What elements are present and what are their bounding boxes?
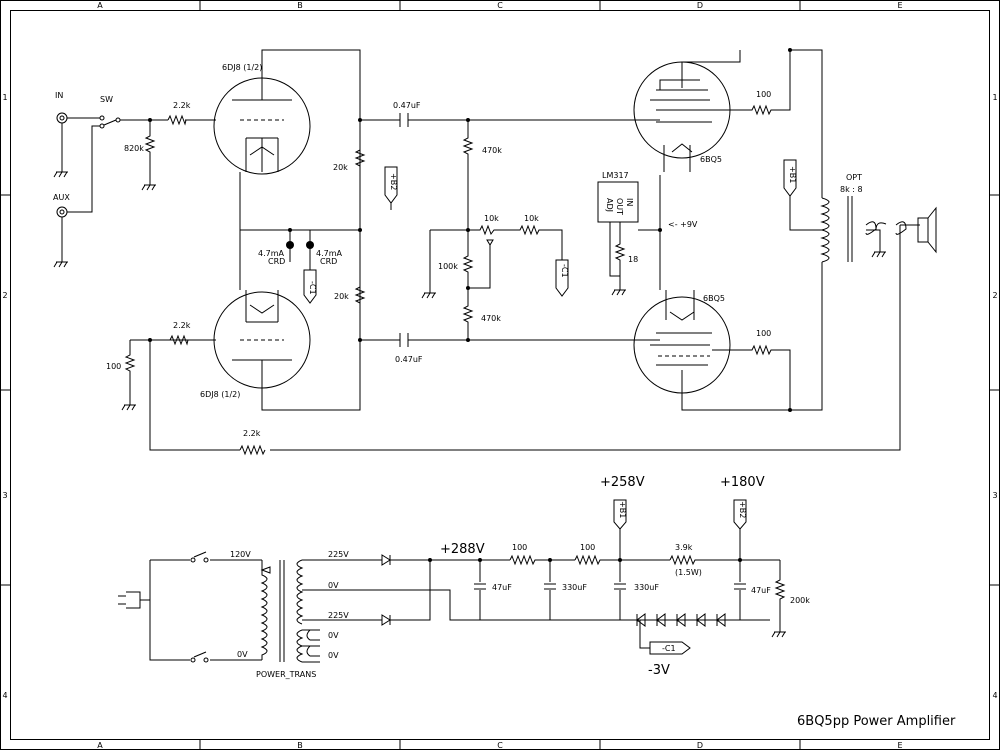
r-grid-top-label: 470k <box>482 146 502 155</box>
tag-c1-ps: -C1 <box>662 644 676 653</box>
r-in-series-label: 2.2k <box>173 101 191 110</box>
border-row-2-right: 2 <box>992 291 997 300</box>
border-row-4-right: 4 <box>992 691 997 700</box>
crd1-current-label: 4.7mA <box>258 249 285 258</box>
output-wiring: 100 100 +B1 <box>650 48 823 412</box>
tag-b1-ps: +B1 <box>618 501 627 518</box>
tag-b2-preamp: +B2 <box>389 173 398 190</box>
tag-b2-ps: +B2 <box>738 501 747 518</box>
sec-225a-label: 225V <box>328 550 349 559</box>
pot-label: 10k <box>484 214 499 223</box>
vneg-label: -3V <box>648 663 670 678</box>
r-balance-label: 100k <box>438 262 458 271</box>
tag-c1-crd: -C1 <box>308 281 317 295</box>
drawing-title: 6BQ5pp Power Amplifier <box>797 714 956 729</box>
c-couple-top-label: 0.47uF <box>393 101 421 110</box>
border-col-c: C <box>497 1 503 10</box>
reg-pin-adj: ADJ <box>605 198 614 212</box>
crd1-type-label: CRD <box>268 257 285 266</box>
border-row-4: 4 <box>2 691 7 700</box>
output-tube-top: 6BQ5 <box>633 61 731 172</box>
sec-225b-label: 225V <box>328 611 349 620</box>
tag-b1-opt: +B1 <box>788 166 797 183</box>
r-in-shunt-label: 820k <box>124 144 144 153</box>
output-tube-bottom: 6BQ5 <box>633 290 731 395</box>
border-col-e-bottom: E <box>897 741 902 750</box>
tag-c1-bias: -C1 <box>560 264 569 278</box>
border-row-1-right: 1 <box>992 93 997 102</box>
border-col-a: A <box>97 1 103 10</box>
border-col-b: B <box>297 1 303 10</box>
input-section: IN AUX SW 2.2k 820k <box>53 91 216 268</box>
r-grid-bottom-series-label: 2.2k <box>173 321 191 330</box>
htr2-label: 0V <box>328 651 339 660</box>
crd2-current-label: 4.7mA <box>316 249 343 258</box>
v288-label: +288V <box>440 542 485 557</box>
sec-0v-label: 0V <box>328 581 339 590</box>
coupling-network: 0.47uF 0.47uF 470k 470k 100k 10k 10k -C1 <box>360 101 660 364</box>
input-aux-label: AUX <box>53 193 70 202</box>
c-330uf-a-label: 330uF <box>562 583 587 592</box>
ac-0v-label: 0V <box>237 650 248 659</box>
opt-label: OPT <box>846 173 862 182</box>
input-in-label: IN <box>55 91 63 100</box>
preamp-wiring: 4.7mA CRD 4.7mA CRD -C1 20k 20k +B2 2.2k… <box>106 49 901 456</box>
v-reg-label: <- +9V <box>668 220 698 229</box>
r-bleed-label: 200k <box>790 596 810 605</box>
border-row-2: 2 <box>2 291 7 300</box>
power-trans-label: POWER_TRANS <box>256 670 316 679</box>
tube-out-top-label: 6BQ5 <box>700 155 722 164</box>
r-ps-2-label: 100 <box>580 543 595 552</box>
regulator-label: LM317 <box>602 171 629 180</box>
border-row-3: 3 <box>2 491 7 500</box>
border-col-c-bottom: C <box>497 741 503 750</box>
power-supply: 120V 0V 225V 0V 225V 0V 0V POWER_TRANS +… <box>118 475 810 679</box>
r-plate-top-label: 20k <box>333 163 348 172</box>
v258-label: +258V <box>600 475 645 490</box>
crd2-type-label: CRD <box>320 257 337 266</box>
reg-pin-in: IN <box>625 198 634 206</box>
r-ps-3-label: 3.9k <box>675 543 693 552</box>
c-47uf-a-label: 47uF <box>492 583 512 592</box>
border-col-d-bottom: D <box>697 741 703 750</box>
v180-label: +180V <box>720 475 765 490</box>
htr1-label: 0V <box>328 631 339 640</box>
border-col-d: D <box>697 1 703 10</box>
c-330uf-b-label: 330uF <box>634 583 659 592</box>
r-g2-bottom-label: 100 <box>756 329 771 338</box>
r-reg-label: 18 <box>628 255 638 264</box>
preamp-tube-bottom: 6DJ8 (1/2) <box>200 290 311 399</box>
r-grid-bottom-label: 470k <box>481 314 501 323</box>
border-col-e: E <box>897 1 902 10</box>
output-transformer: OPT 8k : 8 <box>820 173 937 263</box>
border-row-3-right: 3 <box>992 491 997 500</box>
r-g2-top-label: 100 <box>756 90 771 99</box>
ac-120v-label: 120V <box>230 550 251 559</box>
r-plate-bottom-label: 20k <box>334 292 349 301</box>
border-col-b-bottom: B <box>297 741 303 750</box>
opt-ratio-label: 8k : 8 <box>840 185 863 194</box>
r-ps-3-watt-label: (1.5W) <box>675 568 702 577</box>
c-47uf-b-label: 47uF <box>751 586 771 595</box>
r-fb-shunt-label: 100 <box>106 362 121 371</box>
border-row-1: 1 <box>2 93 7 102</box>
r-pot-label: 10k <box>524 214 539 223</box>
input-switch-label: SW <box>100 95 113 104</box>
tube-pre-top-label: 6DJ8 (1/2) <box>222 63 262 72</box>
tube-out-bottom-label: 6BQ5 <box>703 294 725 303</box>
tube-pre-bottom-label: 6DJ8 (1/2) <box>200 390 240 399</box>
r-ps-1-label: 100 <box>512 543 527 552</box>
c-couple-bottom-label: 0.47uF <box>395 355 423 364</box>
border-col-a-bottom: A <box>97 741 103 750</box>
regulator-lm317: LM317 ADJ OUT IN 18 <- +9V <box>597 171 698 296</box>
r-fb-label: 2.2k <box>243 429 261 438</box>
reg-pin-out: OUT <box>615 198 624 215</box>
